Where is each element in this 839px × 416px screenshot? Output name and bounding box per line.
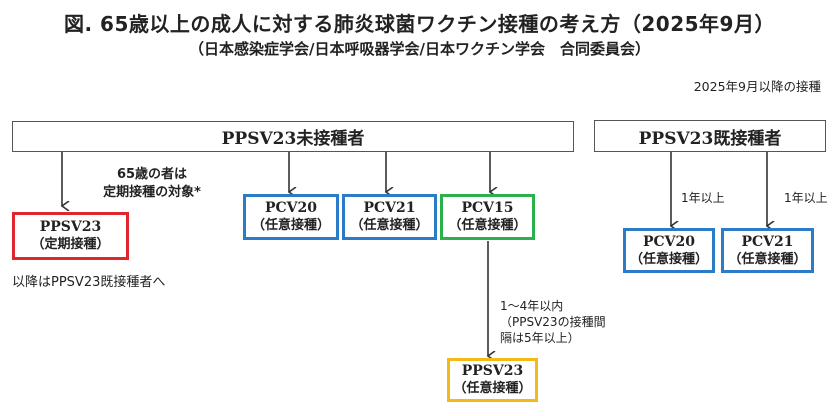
interval-note: 1～4年以内 （PPSV23の接種間 隔は5年以上） xyxy=(500,298,630,346)
ppsv23-routine-box: PPSV23 （定期接種） xyxy=(12,212,129,260)
ppsv23-routine-name: PPSV23 xyxy=(39,219,102,235)
ppsv23-vaccinated-header-label: PPSV23既接種者 xyxy=(638,128,782,149)
pcv20-type: （任意接種） xyxy=(251,218,330,233)
pcv21-name: PCV21 xyxy=(363,200,416,216)
date-note: 2025年9月以降の接種 xyxy=(693,79,821,94)
ppsv23-optional-box: PPSV23 （任意接種） xyxy=(447,358,538,402)
ppsv23-optional-name: PPSV23 xyxy=(461,363,524,379)
after-note: 以降はPPSV23既接種者へ xyxy=(12,275,166,290)
pcv15-type: （任意接種） xyxy=(448,218,527,233)
vacc-pcv21-type: （任意接種） xyxy=(728,251,807,267)
pcv20-name: PCV20 xyxy=(264,200,317,216)
figure-subtitle: （日本感染症学会/日本呼吸器学会/日本ワクチン学会 合同委員会） xyxy=(189,40,650,58)
vacc-pcv21-name: PCV21 xyxy=(741,233,794,250)
pcv21-type: （任意接種） xyxy=(350,218,429,233)
interval-note-line1: 1～4年以内 xyxy=(500,299,564,313)
pcv21-box: PCV21 （任意接種） xyxy=(342,194,437,240)
figure-title: 図. 65歳以上の成人に対する肺炎球菌ワクチン接種の考え方（2025年9月） xyxy=(64,12,775,36)
interval-note-line2: （PPSV23の接種間 xyxy=(500,315,606,329)
vacc-pcv21-box: PCV21 （任意接種） xyxy=(721,228,814,273)
age65-note: 65歳の者は 定期接種の対象* xyxy=(82,166,222,202)
pcv15-box: PCV15 （任意接種） xyxy=(440,194,535,240)
age65-note-line1: 65歳の者は xyxy=(116,167,188,182)
age65-note-line2: 定期接種の対象* xyxy=(103,185,201,200)
pcv20-box: PCV20 （任意接種） xyxy=(243,194,339,240)
pcv15-name: PCV15 xyxy=(461,200,514,216)
interval-1yr-a: 1年以上 xyxy=(681,191,725,205)
ppsv23-routine-type: （定期接種） xyxy=(31,237,110,252)
interval-note-line3: 隔は5年以上） xyxy=(500,331,580,345)
ppsv23-vaccinated-header: PPSV23既接種者 xyxy=(594,120,826,152)
interval-1yr-b: 1年以上 xyxy=(784,191,828,205)
vacc-pcv20-box: PCV20 （任意接種） xyxy=(623,228,715,273)
ppsv23-naive-header: PPSV23未接種者 xyxy=(12,121,574,152)
vacc-pcv20-type: （任意接種） xyxy=(629,251,708,267)
ppsv23-naive-header-label: PPSV23未接種者 xyxy=(221,129,365,149)
ppsv23-optional-type: （任意接種） xyxy=(453,381,532,396)
vacc-pcv20-name: PCV20 xyxy=(642,233,695,250)
